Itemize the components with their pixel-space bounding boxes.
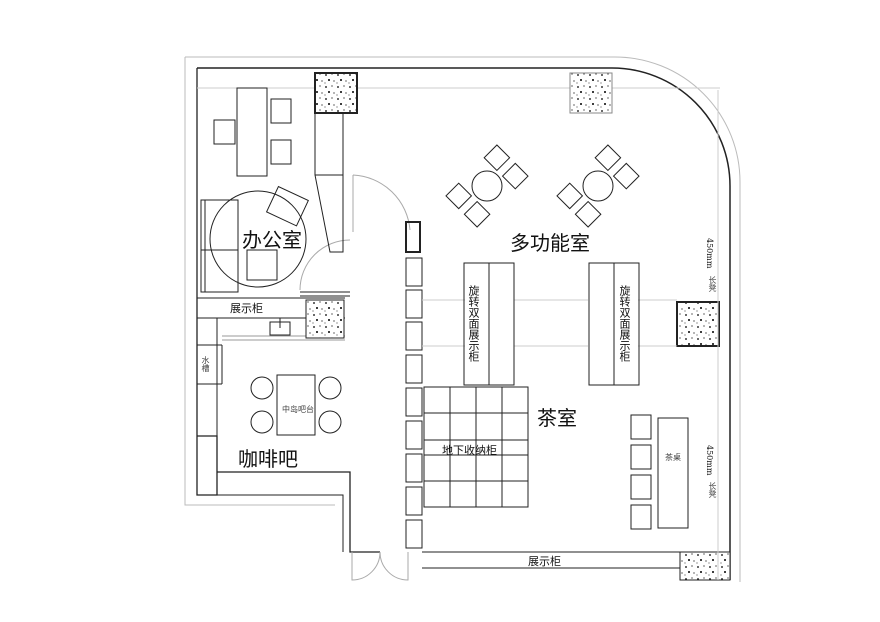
display-cabinet-label: 展示柜 bbox=[230, 302, 263, 315]
rug bbox=[209, 190, 307, 288]
island-bar-label: 中岛吧台 bbox=[282, 405, 314, 414]
bench-dimension: 450mm bbox=[705, 238, 714, 269]
bench-dimension: 450mm bbox=[705, 445, 714, 476]
column bbox=[679, 551, 731, 581]
sink-label: 水槽 bbox=[201, 356, 210, 372]
tea-table-label: 茶桌 bbox=[665, 453, 681, 462]
room-label-tea-room: 茶室 bbox=[537, 406, 577, 430]
outer-boundary bbox=[185, 56, 741, 582]
underfloor-storage-grid bbox=[423, 386, 529, 508]
column bbox=[314, 72, 358, 114]
room-label-office: 办公室 bbox=[242, 228, 302, 252]
column bbox=[676, 301, 720, 347]
underfloor-storage-label: 地下收纳柜 bbox=[442, 444, 497, 457]
rotating-display-label: 旋转双面展示柜 bbox=[467, 285, 480, 362]
bench-label: 长凳 bbox=[708, 482, 717, 498]
column bbox=[305, 299, 345, 339]
rotating-display-label: 旋转双面展示柜 bbox=[618, 285, 631, 362]
bench-label: 长凳 bbox=[708, 276, 717, 292]
room-label-multipurpose: 多功能室 bbox=[510, 231, 590, 255]
exterior-wall bbox=[197, 67, 731, 580]
wall-cabinets bbox=[405, 257, 423, 549]
display-cabinet-label: 展示柜 bbox=[528, 555, 561, 568]
room-label-coffee-bar: 咖啡吧 bbox=[238, 447, 298, 471]
column bbox=[569, 72, 613, 114]
